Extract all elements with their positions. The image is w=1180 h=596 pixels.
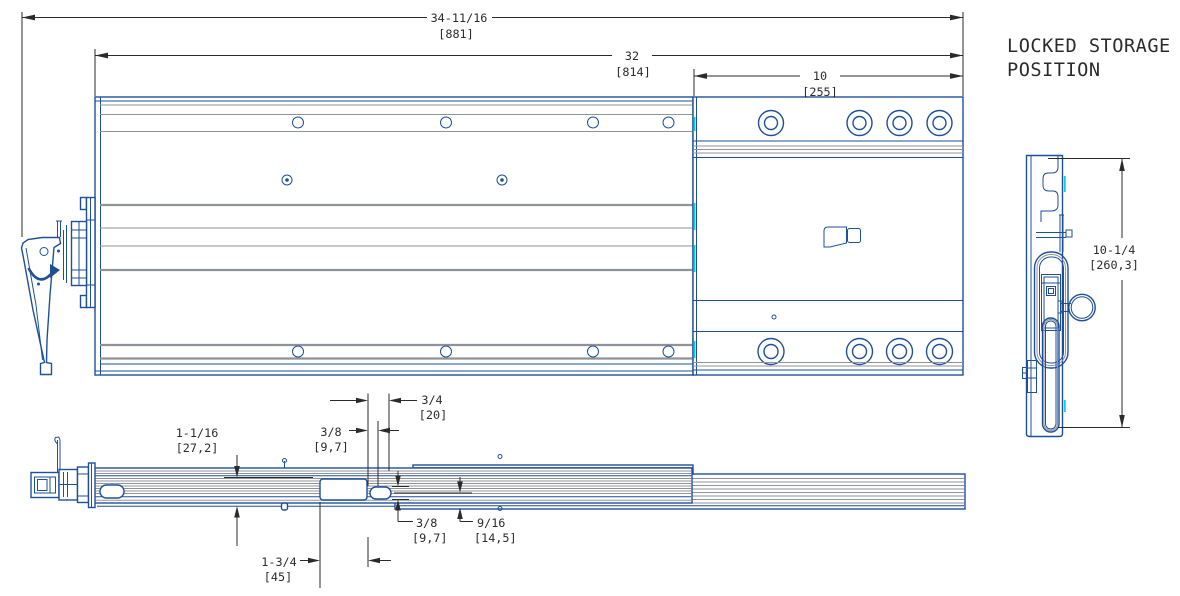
dim-slot-length-mm: [20] (419, 408, 447, 422)
dim-lever-mm: [27,2] (176, 441, 219, 455)
outer-rail-plan (692, 96, 964, 376)
rotation-arrow-icon (27, 264, 60, 281)
dim-slot-inset: 3/8 [9,7] (313, 421, 399, 486)
pull-ring (1057, 293, 1096, 322)
dim-extended-inches: 32 (625, 49, 639, 63)
dim-extended: 32 [814] (94, 49, 963, 96)
locked-storage-title-line1: LOCKED STORAGE (1007, 36, 1171, 57)
top-view: 34-11/16 [881] 32 [814] 10 [255] (20, 11, 964, 376)
dim-rail-inches: 10 (813, 69, 827, 83)
dim-rail: 10 [255] (693, 69, 963, 99)
dim-overall: 34-11/16 [881] (21, 11, 964, 237)
dim-slot-to-edge: 9/16 [14,5] (394, 477, 517, 545)
dim-rail-mm: [255] (802, 85, 838, 99)
dim-detent-mm: [45] (264, 570, 292, 584)
handle-assembly-edge (30, 436, 96, 509)
dim-edge-inches: 9/16 (477, 516, 505, 530)
dim-overall-inches: 34-11/16 (431, 11, 488, 25)
lock-slot (369, 486, 392, 500)
dim-lever-inches: 1-1/16 (176, 426, 219, 440)
dim-detent: 1-3/4 [45] (261, 502, 391, 588)
lock-indicator (823, 226, 861, 248)
dim-extended-mm: [814] (615, 65, 651, 79)
side-view: LOCKED STORAGE POSITION (1007, 36, 1171, 438)
dim-detent-inches: 1-3/4 (261, 555, 297, 569)
dim-slot-width: 3/8 [9,7] (392, 471, 448, 545)
side-profile (1022, 154, 1096, 438)
dim-slot-width-mm: [9,7] (412, 531, 448, 545)
handle-slot (99, 484, 125, 499)
dim-lever-offset: 1-1/16 [27,2] (176, 426, 313, 546)
dim-height-mm: [260,3] (1089, 258, 1139, 272)
inner-slide-plan (94, 96, 694, 376)
dim-slot-length: 3/4 [20] (330, 393, 447, 486)
dim-overall-mm: [881] (438, 27, 474, 41)
dim-slot-length-inches: 3/4 (421, 393, 442, 407)
bottom-view: 1-1/16 [27,2] 3/4 [20] 3/8 [9,7] (30, 393, 966, 588)
dim-slot-width-inches: 3/8 (416, 516, 437, 530)
dim-slot-inset-mm: [9,7] (313, 440, 349, 454)
locked-storage-title-line2: POSITION (1007, 60, 1101, 81)
dim-edge-mm: [14,5] (474, 531, 517, 545)
dim-height-inches: 10-1/4 (1093, 243, 1136, 257)
dim-height: 10-1/4 [260,3] (1048, 158, 1139, 428)
release-lever (20, 196, 96, 376)
inner-member-edge (91, 454, 693, 511)
dim-slot-inset-inches: 3/8 (320, 425, 341, 439)
